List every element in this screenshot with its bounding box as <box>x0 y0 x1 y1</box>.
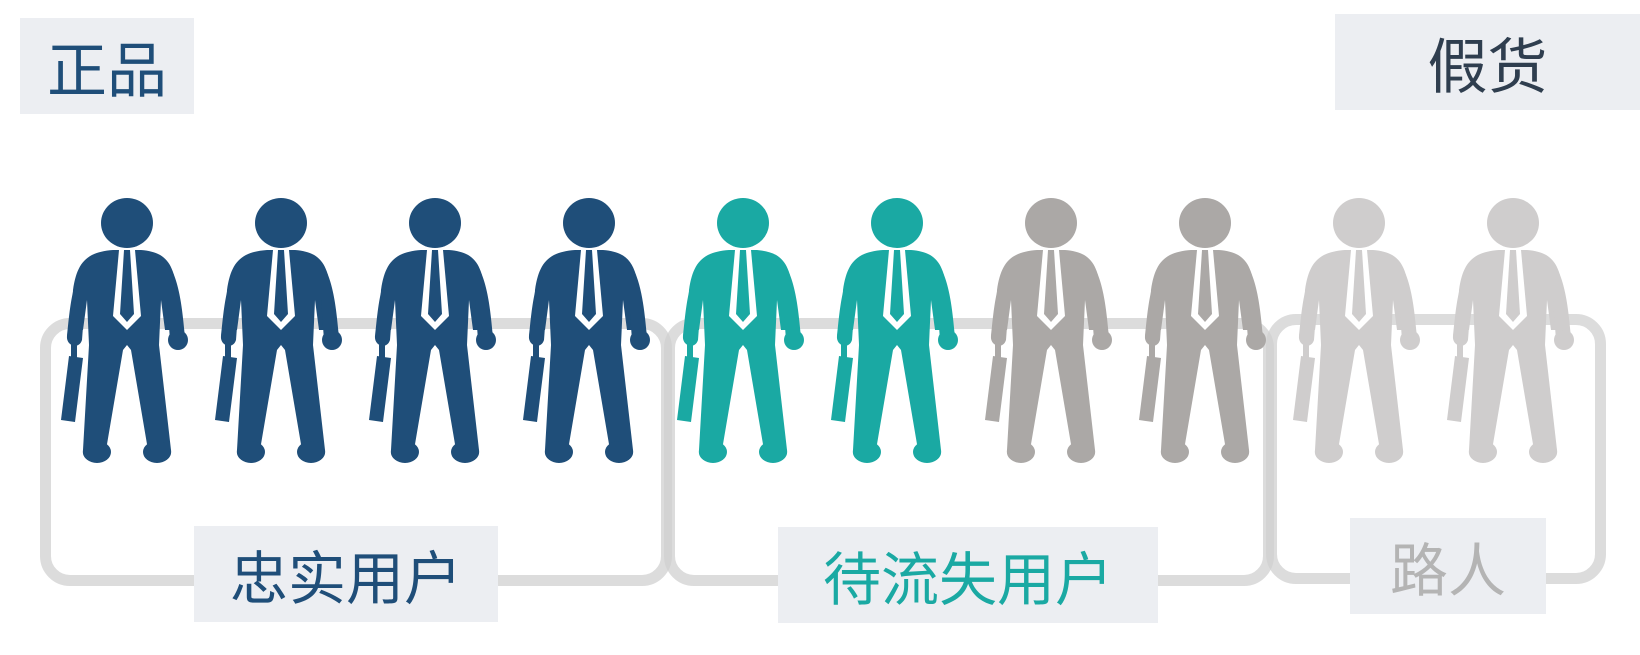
person-icon <box>831 198 958 463</box>
genuine-label: 正品 <box>20 18 194 114</box>
person-icon <box>523 198 650 463</box>
person-icon <box>369 198 496 463</box>
person-icon <box>61 198 188 463</box>
person-icon <box>1293 198 1420 463</box>
fake-label: 假货 <box>1335 14 1640 110</box>
passerby-label: 路人 <box>1350 518 1546 614</box>
person-icon <box>1139 198 1266 463</box>
person-icon <box>215 198 342 463</box>
person-icon <box>1447 198 1574 463</box>
loyal-users-label: 忠实用户 <box>194 526 498 622</box>
person-icon <box>985 198 1112 463</box>
person-icon <box>677 198 804 463</box>
churn-users-label: 待流失用户 <box>778 527 1158 623</box>
